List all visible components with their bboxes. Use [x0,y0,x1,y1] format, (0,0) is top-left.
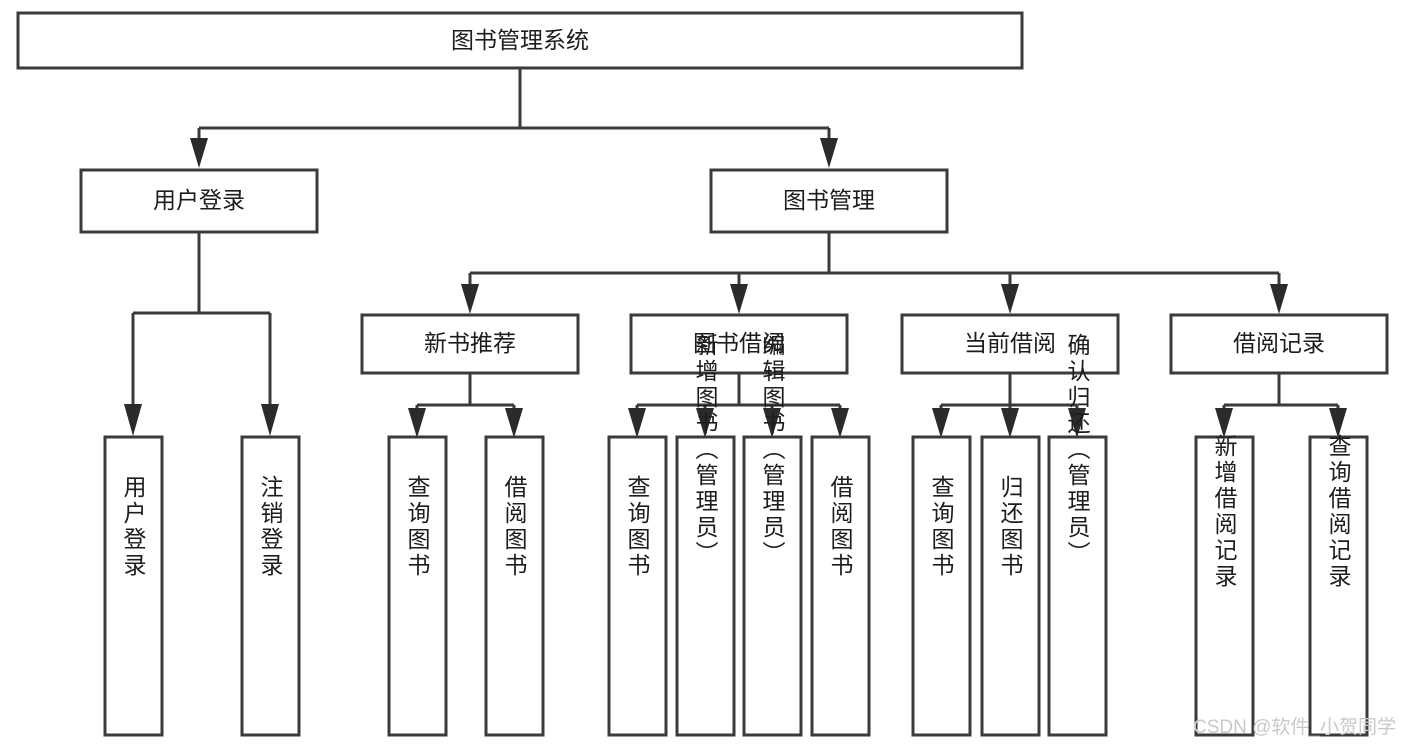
arrow-head-nb-leaf-2 [505,408,523,438]
node-book-management[interactable]: 图书管理 [709,168,949,234]
leaf-node-bb-add-book[interactable]: 新增图书（管理员） [675,333,736,737]
arrow-head-book-borrow [730,284,748,314]
leaf-br-add-record-label: 新增借阅记录 [1211,434,1238,590]
node-book-management-label: 图书管理 [783,187,875,213]
leaf-nb-borrow-book-label: 借阅图书 [501,475,528,579]
leaf-cb-return-book-label: 归还图书 [997,475,1024,579]
leaf-nb-borrow-book-box [484,435,545,737]
leaf-br-query-record-label: 查询借阅记录 [1325,434,1352,590]
leaf-node-user-login[interactable]: 用户登录 [103,435,164,737]
arrow-head-borrow-record [1270,284,1288,314]
node-borrow-record-label: 借阅记录 [1233,330,1325,356]
leaf-bb-borrow-book-label: 借阅图书 [827,475,854,579]
connector-layer [124,68,1347,438]
leaf-node-cb-return-book[interactable]: 归还图书 [980,435,1041,737]
leaf-node-logout[interactable]: 注销登录 [240,435,301,737]
node-new-book-recommend-box [360,313,580,375]
leaf-bb-edit-book-box [742,435,803,737]
leaf-nb-query-book-label: 查询图书 [404,475,431,579]
leaf-node-cb-confirm-return[interactable]: 确认归还（管理员） [1047,333,1108,737]
leaf-user-login-label: 用户登录 [120,475,147,579]
arrow-head-br-leaf-2 [1329,408,1347,438]
node-book-borrow[interactable]: 图书借阅 [629,313,849,375]
leaf-br-add-record-box [1194,435,1255,737]
arrow-head-new-book [461,284,479,314]
leaf-node-nb-query-book[interactable]: 查询图书 [387,435,448,737]
leaf-node-bb-query-book[interactable]: 查询图书 [607,435,668,737]
arrow-head-current-borrow [1001,284,1019,314]
leaf-bb-add-book-box [675,435,736,737]
arrow-head-book-mgmt [820,138,838,168]
leaf-br-query-record-box [1308,435,1369,737]
arrow-head-bb-leaf-3 [763,408,781,438]
node-book-management-box [709,168,949,234]
leaf-logout-box [240,435,301,737]
node-user-login[interactable]: 用户登录 [79,168,319,234]
leaf-user-login-box [103,435,164,737]
arrow-head-bb-leaf-2 [696,408,714,438]
node-new-book-recommend-label: 新书推荐 [424,330,516,356]
leaf-bb-query-book-box [607,435,668,737]
node-user-login-box [79,168,319,234]
leaf-cb-return-book-box [980,435,1041,737]
leaf-bb-edit-book-label: 编辑图书（管理员） [759,333,786,567]
node-new-book-recommend[interactable]: 新书推荐 [360,313,580,375]
node-user-login-label: 用户登录 [153,187,245,213]
node-current-borrow-label: 当前借阅 [964,330,1056,356]
node-current-borrow-box [900,313,1120,375]
node-borrow-record-box [1169,313,1389,375]
leaf-bb-query-book-label: 查询图书 [624,475,651,579]
leaf-cb-query-book-label: 查询图书 [928,475,955,579]
arrow-head-br-leaf-1 [1215,408,1233,438]
node-borrow-record[interactable]: 借阅记录 [1169,313,1389,375]
node-book-borrow-box [629,313,849,375]
leaf-node-br-add-record[interactable]: 新增借阅记录 [1194,434,1255,737]
arrow-head-leaf-logout [261,404,279,436]
arrow-head-bb-leaf-4 [831,408,849,438]
arrow-head-user-login [190,138,208,168]
leaf-node-bb-borrow-book[interactable]: 借阅图书 [810,435,871,737]
leaf-nb-query-book-box [387,435,448,737]
leaf-bb-add-book-label: 新增图书（管理员） [692,333,719,567]
node-root-label: 图书管理系统 [451,27,589,53]
arrow-head-cb-leaf-3 [1068,408,1086,438]
leaf-node-cb-query-book[interactable]: 查询图书 [911,435,972,737]
arrow-head-cb-leaf-2 [1001,408,1019,438]
node-book-borrow-label: 图书借阅 [693,330,785,356]
arrow-head-leaf-user-login [124,404,142,436]
leaf-cb-query-book-box [911,435,972,737]
leaf-node-nb-borrow-book[interactable]: 借阅图书 [484,435,545,737]
arrow-head-bb-leaf-1 [628,408,646,438]
csdn-watermark: CSDN @软件_小贺同学 [1193,716,1396,738]
leaf-node-br-query-record[interactable]: 查询借阅记录 [1308,434,1369,737]
leaf-cb-confirm-return-label: 确认归还（管理员） [1064,333,1091,567]
leaf-cb-confirm-return-box [1047,435,1108,737]
node-root-box [16,11,1024,70]
node-current-borrow[interactable]: 当前借阅 [900,313,1120,375]
arrow-head-nb-leaf-1 [408,408,426,438]
leaf-bb-borrow-book-box [810,435,871,737]
leaf-logout-label: 注销登录 [257,475,284,579]
node-root-system[interactable]: 图书管理系统 [16,11,1024,70]
leaf-node-bb-edit-book[interactable]: 编辑图书（管理员） [742,333,803,737]
arrow-head-cb-leaf-1 [932,408,950,438]
